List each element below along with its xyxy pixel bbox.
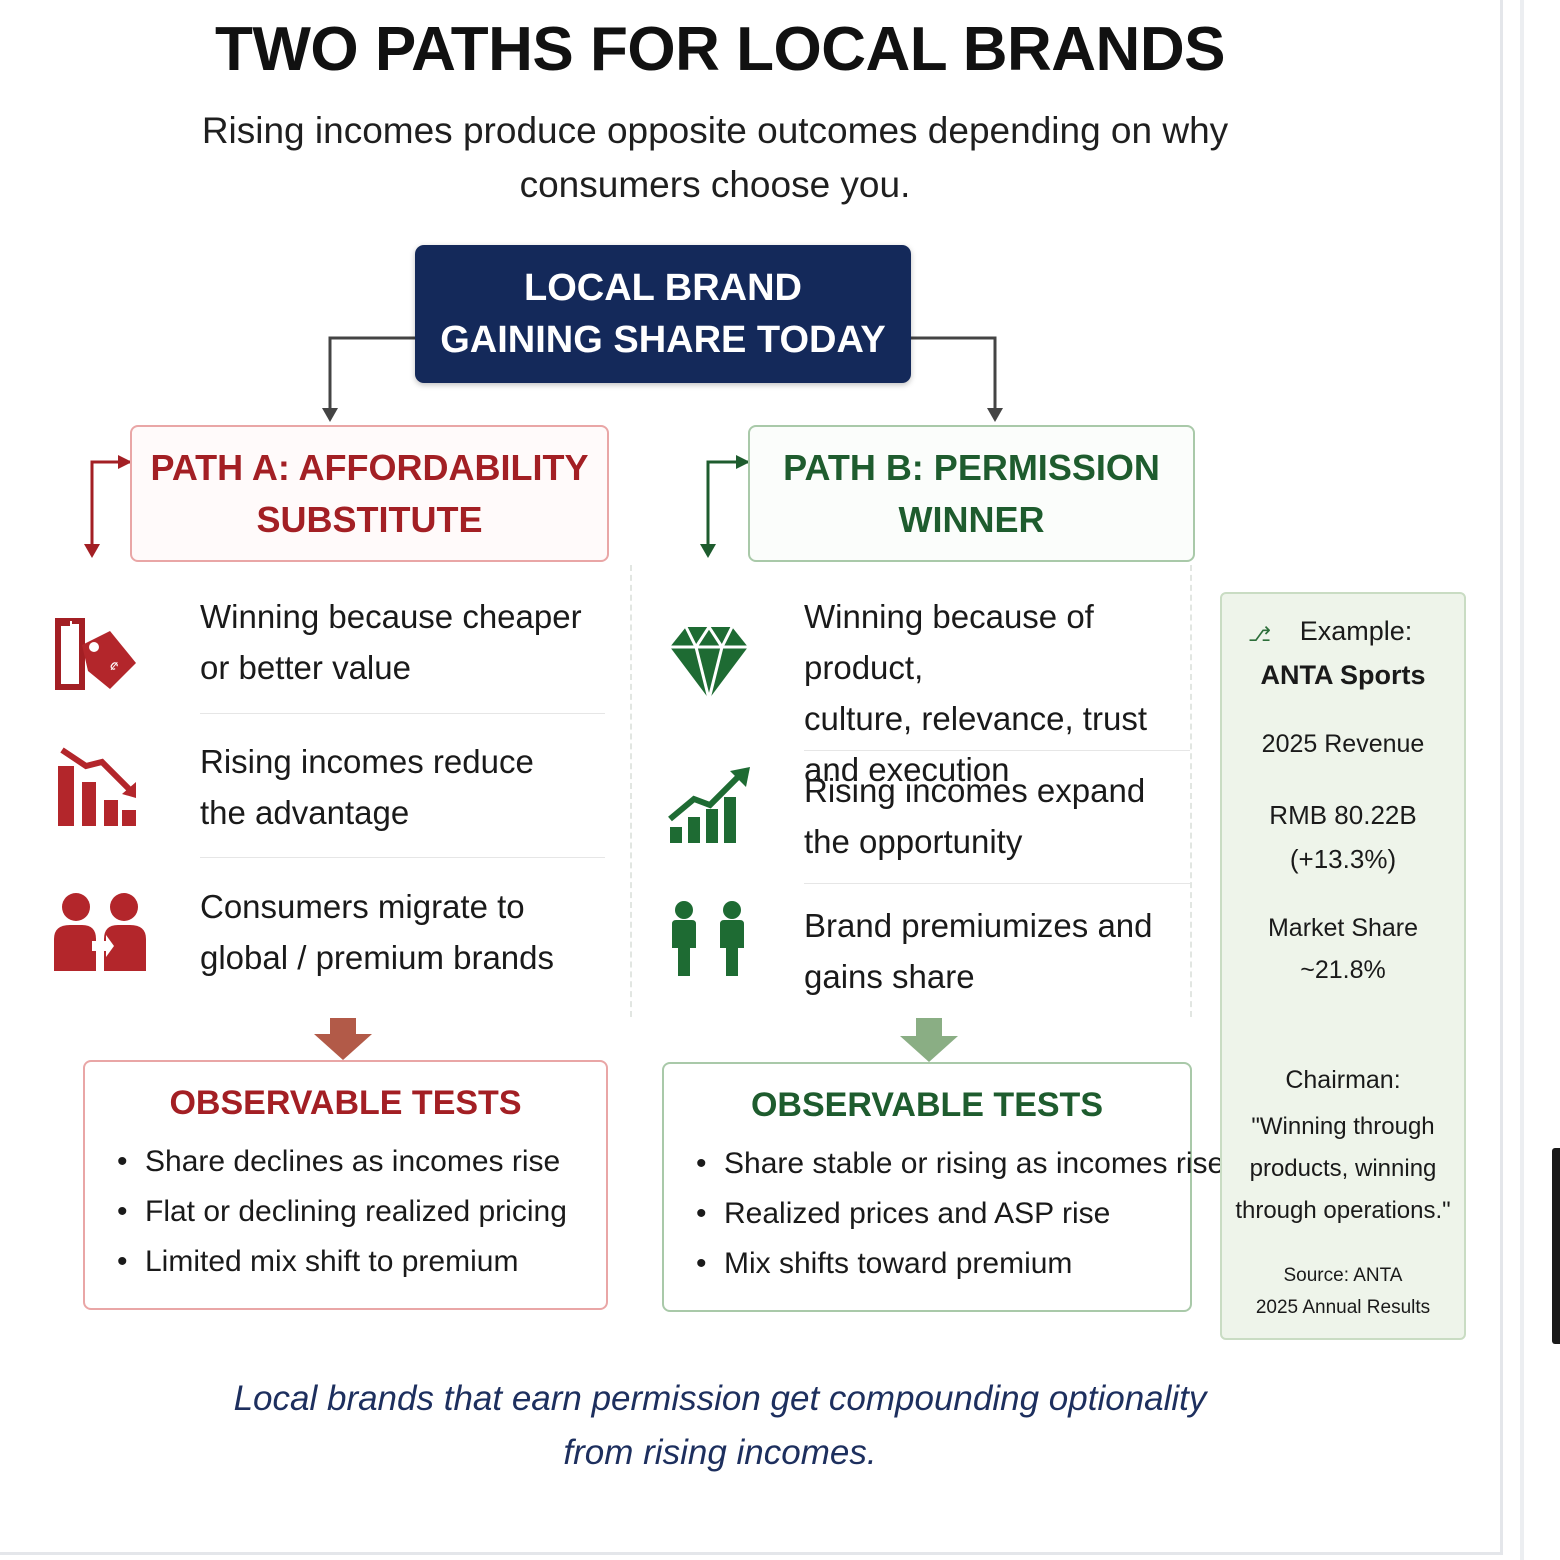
connector-to-path-a: [328, 336, 415, 412]
path-b-column: Winning because of product, culture, rel…: [630, 565, 1192, 1017]
arrowhead-path-a: [322, 408, 338, 422]
revenue-label: 2025 Revenue: [1261, 730, 1425, 758]
list-item: Share declines as incomes rise: [85, 1137, 606, 1187]
root-node: LOCAL BRAND GAINING SHARE TODAY: [415, 245, 911, 383]
path-a-item: Rising incomes reduce the advantage: [30, 730, 608, 860]
price-tag-icon: ¢: [55, 618, 136, 690]
path-b-item: Brand premiumizes and gains share: [632, 900, 1190, 1020]
arrow-down-a: [314, 1018, 372, 1060]
tests-title: OBSERVABLE TESTS: [750, 1086, 1104, 1124]
arrowhead-path-b: [987, 408, 1003, 422]
loop-arrowhead-a-top: [118, 455, 132, 469]
list-item: Share stable or rising as incomes rise: [664, 1139, 1224, 1189]
list-item: Mix shifts toward premium: [664, 1239, 1190, 1289]
path-a-item-text: Winning because cheaper or better value: [200, 598, 582, 686]
share-value: ~21.8%: [1300, 956, 1386, 984]
list-item: Realized prices and ASP rise: [664, 1189, 1190, 1239]
people-migrate-icon: [54, 893, 146, 971]
loop-arrowhead-b: [700, 544, 716, 558]
divider: [804, 750, 1190, 751]
example-panel: ⎇ Example: ANTA Sports 2025 Revenue RMB …: [1220, 592, 1466, 1340]
growth-chart-icon: [668, 767, 750, 843]
list-item: Limited mix shift to premium: [85, 1237, 606, 1287]
path-a-tests: OBSERVABLE TESTS Share declines as incom…: [83, 1060, 608, 1310]
page-title: TWO PATHS FOR LOCAL BRANDS: [215, 15, 1225, 84]
divider: [200, 857, 605, 858]
chairman-label: Chairman:: [1285, 1066, 1401, 1094]
revenue-value: RMB 80.22B: [1269, 800, 1417, 830]
chairman-quote: "Winning through products, winning throu…: [1235, 1113, 1451, 1224]
loop-arrow-b: [706, 460, 748, 548]
path-a-item: ¢ Winning because cheaper or better valu…: [30, 585, 608, 715]
path-b-item: Rising incomes expand the opportunity: [632, 765, 1190, 895]
example-company: ANTA Sports: [1260, 660, 1426, 690]
path-a-item-text: Rising incomes reduce the advantage: [200, 743, 534, 831]
path-a-column: ¢ Winning because cheaper or better valu…: [30, 565, 608, 1017]
path-a-heading: PATH A: AFFORDABILITY SUBSTITUTE: [130, 425, 609, 562]
connector-lines: [84, 336, 1003, 558]
footer-note: Local brands that earn permission get co…: [233, 1379, 1207, 1472]
path-b-tests: OBSERVABLE TESTS Share stable or rising …: [662, 1062, 1224, 1312]
path-b-item-text: Winning because of product, culture, rel…: [804, 598, 1147, 788]
diamond-icon: [670, 625, 748, 700]
path-a-item: Consumers migrate to global / premium br…: [30, 875, 608, 1005]
arrow-down-b: [900, 1018, 958, 1062]
people-icon: [672, 901, 744, 976]
page-subtitle: Rising incomes produce opposite outcomes…: [201, 110, 1229, 205]
declining-bars-icon: [58, 747, 136, 826]
tests-list: Share declines as incomes rise Flat or d…: [85, 1137, 606, 1287]
scroll-handle[interactable]: [1552, 1148, 1560, 1344]
path-a-item-text: Consumers migrate to global / premium br…: [200, 888, 555, 976]
example-label: Example:: [1299, 616, 1413, 646]
list-item: Flat or declining realized pricing: [85, 1187, 606, 1237]
connector-to-path-b: [911, 336, 997, 412]
window-edge: [1520, 0, 1524, 1560]
tests-title: OBSERVABLE TESTS: [169, 1084, 522, 1122]
loop-arrow-a: [90, 460, 130, 548]
share-label: Market Share: [1267, 914, 1419, 942]
revenue-growth: (+13.3%): [1289, 844, 1397, 874]
divider: [200, 713, 605, 714]
example-source: Source: ANTA 2025 Annual Results: [1255, 1265, 1431, 1318]
info-icon: ⎇: [1248, 624, 1272, 646]
path-b-heading: PATH B: PERMISSION WINNER: [748, 425, 1195, 562]
loop-arrowhead-b-top: [736, 455, 750, 469]
divider: [804, 883, 1190, 884]
path-b-item: Winning because of product, culture, rel…: [632, 585, 1190, 788]
path-b-item-text: Brand premiumizes and gains share: [804, 907, 1153, 995]
loop-arrowhead-a: [84, 544, 100, 558]
tests-list: Share stable or rising as incomes rise R…: [664, 1139, 1224, 1289]
path-b-item-text: Rising incomes expand the opportunity: [804, 772, 1146, 860]
